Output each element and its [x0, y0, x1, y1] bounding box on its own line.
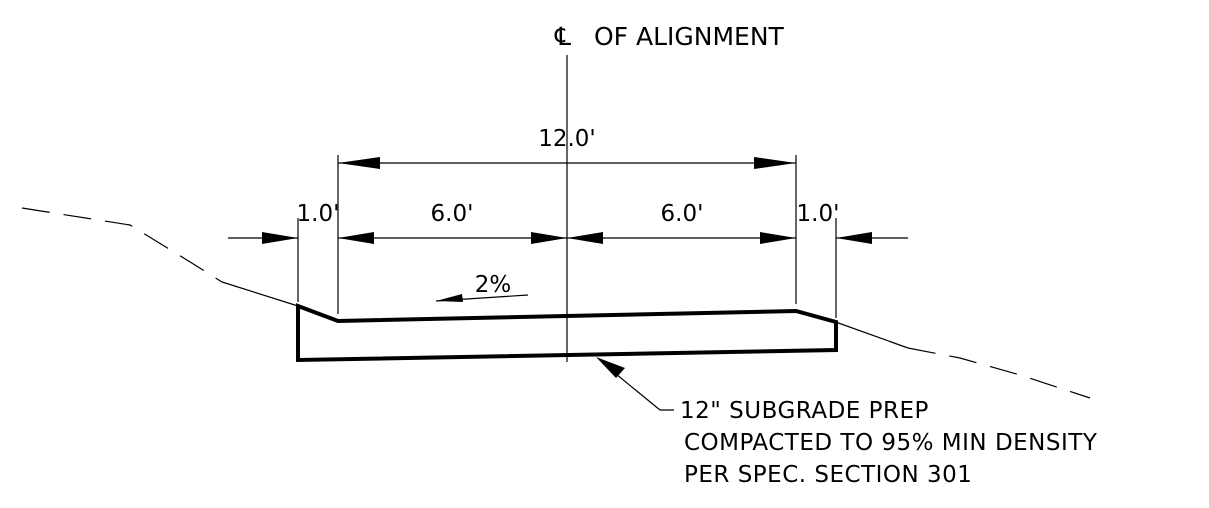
arrow-right-lane-end	[760, 232, 796, 244]
slope-label: 2%	[475, 272, 512, 298]
dim-label-right-lane: 6.0'	[661, 201, 704, 227]
subgrade-section	[296, 303, 838, 363]
note-line-2: COMPACTED TO 95% MIN DENSITY	[684, 430, 1098, 456]
slope-arrow-head	[436, 294, 463, 302]
note-leader-arrow	[596, 357, 625, 378]
note-line-3: PER SPEC. SECTION 301	[684, 462, 972, 488]
arrow-overall-left	[338, 157, 380, 169]
arrow-right-lane-start	[567, 232, 603, 244]
dim-label-right-shoulder: 1.0'	[797, 201, 840, 227]
arrow-left-lane-end	[531, 232, 567, 244]
existing-ground-right	[907, 347, 1091, 399]
arrow-overall-right	[754, 157, 796, 169]
centerline-label: OF ALIGNMENT	[594, 22, 785, 51]
dim-label-left-lane: 6.0'	[431, 201, 474, 227]
dim-label-left-shoulder: 1.0'	[297, 201, 340, 227]
note-line-1: 12" SUBGRADE PREP	[680, 398, 929, 424]
arrow-left-shoulder	[262, 232, 298, 244]
note-leader	[615, 373, 674, 411]
existing-ground-left	[21, 207, 223, 283]
dim-label-overall: 12.0'	[538, 126, 596, 152]
arrow-right-shoulder	[836, 232, 872, 244]
centerline-symbol: ℄	[554, 22, 571, 51]
grade-line-right	[829, 319, 909, 349]
arrow-left-lane-start	[338, 232, 374, 244]
